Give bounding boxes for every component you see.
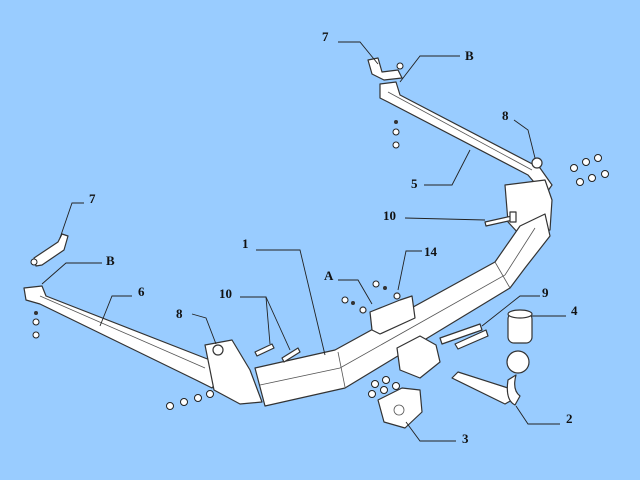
left-bracket-7 (30, 233, 69, 267)
label-5: 5 (411, 176, 418, 191)
bolts (254, 211, 517, 363)
left-side-arm-6 (23, 285, 263, 405)
ball-cover-4 (507, 309, 533, 344)
label-8-left: 8 (176, 306, 183, 321)
label-14: 14 (424, 244, 438, 259)
label-1: 1 (242, 236, 249, 251)
label-6: 6 (138, 284, 145, 299)
part-labels: 7 B 8 5 10 1 14 A 9 4 7 B 6 8 10 3 2 (89, 29, 578, 446)
leader-lines (41, 41, 566, 442)
right-bracket-7 (367, 57, 404, 81)
mounting-bracket-a (359, 292, 416, 335)
tow-ball-neck-2 (451, 350, 530, 406)
label-7: 7 (322, 29, 329, 44)
label-10-left: 10 (219, 286, 232, 301)
nuts-and-washers (32, 120, 609, 410)
main-cross-beam-1 (254, 213, 551, 407)
label-b-left: B (106, 253, 115, 268)
ball-mount-bracket (396, 335, 441, 379)
label-2: 2 (566, 411, 573, 426)
label-9: 9 (542, 285, 549, 300)
label-4: 4 (571, 303, 578, 318)
label-b: B (465, 48, 474, 63)
label-3: 3 (462, 431, 469, 446)
socket-plate-3 (377, 387, 423, 429)
label-7-left: 7 (89, 191, 96, 206)
label-a: A (324, 268, 334, 283)
label-10: 10 (383, 208, 396, 223)
label-8: 8 (502, 108, 509, 123)
